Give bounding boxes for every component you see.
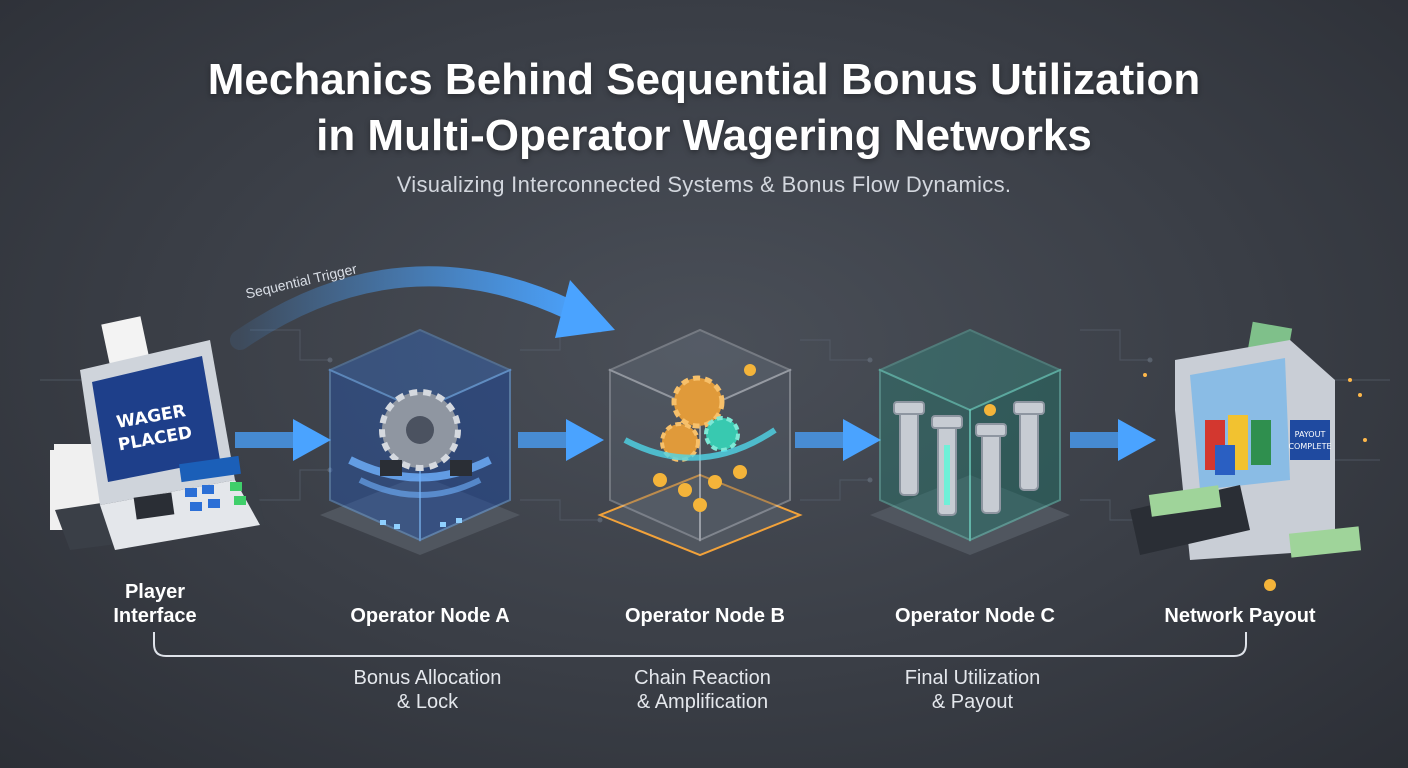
- terminal-icon: WAGER PLACED: [50, 316, 265, 550]
- flow-arrow-1: [235, 419, 331, 461]
- phase-label-line: Chain Reaction: [634, 667, 771, 689]
- poker-chip-icon: [1205, 415, 1271, 475]
- payout-screen-line-2: COMPLETE: [1288, 442, 1331, 451]
- page-title: Mechanics Behind Sequential Bonus Utiliz…: [0, 52, 1408, 164]
- payout-machine: PAYOUT COMPLETE: [1130, 321, 1367, 591]
- phase-label-line: & Payout: [931, 691, 1014, 713]
- phase-label-1: Bonus Allocation & Lock: [310, 666, 545, 714]
- flow-arrow-4: [1070, 419, 1156, 461]
- phase-label-line: & Amplification: [636, 691, 769, 713]
- flow-arrow-2: [518, 419, 604, 461]
- phase-label-line: Final Utilization: [904, 667, 1041, 689]
- flow-arrow-3: [795, 419, 881, 461]
- gear-icon: [660, 375, 740, 462]
- phase-bracket: [153, 632, 1247, 657]
- banknote-icon: [1148, 485, 1362, 558]
- title-line-2: in Multi-Operator Wagering Networks: [316, 111, 1092, 160]
- operator-node-a-cube: [320, 328, 520, 555]
- phase-label-3: Final Utilization & Payout: [855, 666, 1090, 714]
- node-label-player-interface: Player Interface: [90, 580, 220, 628]
- node-label-operator-node-b: Operator Node B: [624, 605, 786, 627]
- title-line-1: Mechanics Behind Sequential Bonus Utiliz…: [207, 55, 1201, 104]
- phase-label-2: Chain Reaction & Amplification: [585, 666, 820, 714]
- phase-label-line: Bonus Allocation: [353, 667, 502, 689]
- node-label-operator-node-a: Operator Node A: [350, 605, 510, 627]
- page-subtitle: Visualizing Interconnected Systems & Bon…: [396, 172, 1012, 197]
- coin-icon: [653, 364, 756, 512]
- node-label-network-payout: Network Payout: [1164, 605, 1316, 627]
- node-label-line: Interface: [113, 605, 197, 627]
- phase-label-line: & Lock: [396, 691, 459, 713]
- payout-screen-line-1: PAYOUT: [1295, 430, 1326, 439]
- piston-icon: [893, 401, 1045, 516]
- node-label-line: Player: [124, 581, 186, 603]
- gear-icon: [379, 389, 461, 471]
- sequential-trigger-arrow: [230, 266, 615, 350]
- operator-node-b-cube: [597, 328, 803, 557]
- node-label-operator-node-c: Operator Node C: [894, 605, 1056, 627]
- operator-node-c-cube: [870, 328, 1070, 555]
